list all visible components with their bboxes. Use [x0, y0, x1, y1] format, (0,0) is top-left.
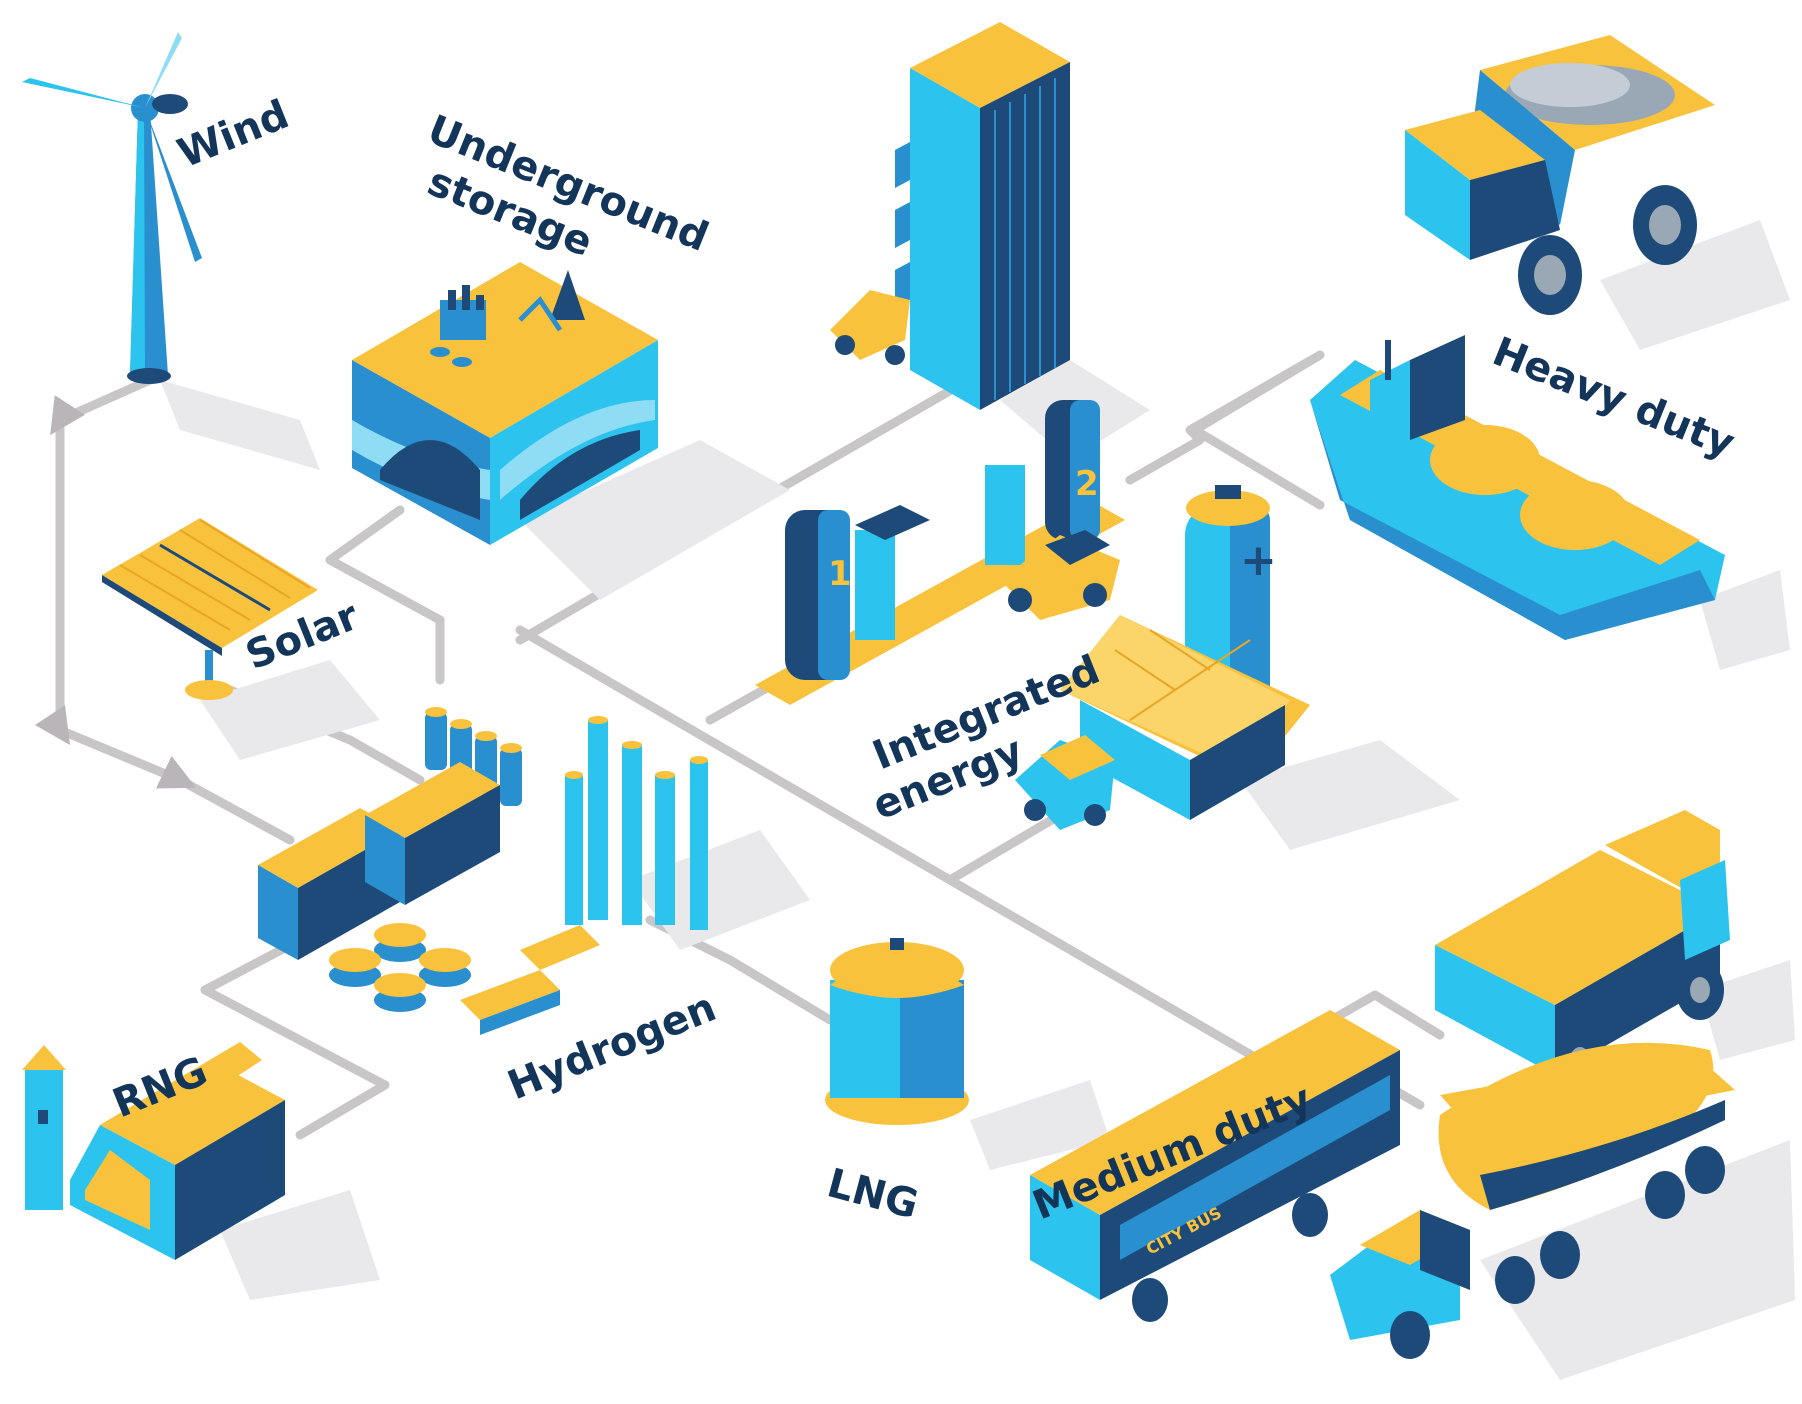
- flow-hydrogen-to-rng: [200, 935, 390, 1140]
- distillation-columns: [565, 716, 708, 930]
- city-bus: CITY BUS: [1030, 1010, 1400, 1322]
- flow-to-integrated-energy: [945, 810, 1065, 885]
- fuel-station: 1 2: [755, 400, 1125, 705]
- lng-ship: [1310, 335, 1725, 640]
- office-building: [830, 22, 1070, 410]
- rng-barn: [22, 1042, 285, 1260]
- round-storage-tanks: [329, 923, 471, 1012]
- integrated-energy: +: [1015, 485, 1310, 830]
- lng-tank: [825, 938, 969, 1125]
- flow-wind-to-hydrogen: [35, 375, 295, 845]
- garbage-truck: [1435, 810, 1730, 1090]
- hydrogen-cylinders: [460, 925, 600, 1035]
- solar-panel: [102, 518, 318, 700]
- mining-dump-truck: [1405, 35, 1715, 315]
- electrolyzer-blocks: [258, 762, 500, 960]
- pump-1-number: 1: [828, 554, 852, 594]
- pump-2-number: 2: [1075, 464, 1099, 504]
- battery-plus-icon: +: [1240, 535, 1277, 586]
- underground-storage: [352, 262, 658, 545]
- label-wind: Wind: [172, 92, 296, 178]
- flow-to-heavy-duty: [1125, 350, 1325, 510]
- ground-shadows: [160, 220, 1795, 1380]
- flow-storage-to-hydrogen: [325, 505, 445, 685]
- wind-turbine: [22, 32, 202, 384]
- hydrogen-plant: [258, 707, 708, 1035]
- tanker-truck: [1330, 1042, 1735, 1359]
- label-lng: LNG: [822, 1160, 923, 1228]
